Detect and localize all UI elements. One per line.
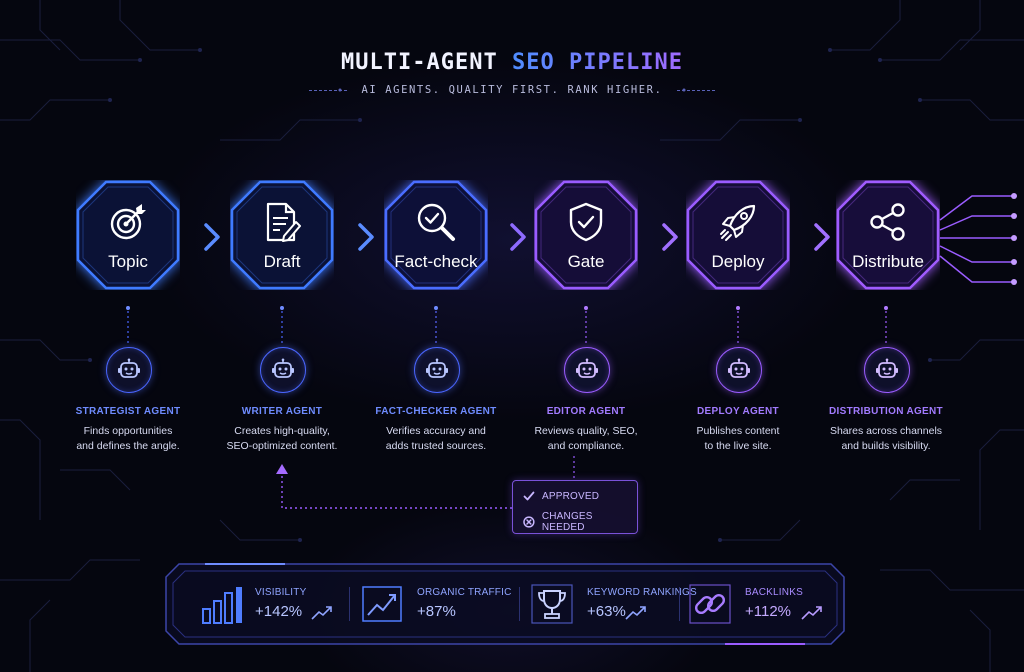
desc-line: and builds visibility. bbox=[841, 440, 931, 452]
writer-agent-avatar bbox=[260, 347, 306, 393]
metrics-panel: VISIBILITY +142% ORGANIC TRAFFIC +87% bbox=[165, 563, 845, 645]
desc-line: adds trusted sources. bbox=[385, 440, 487, 452]
subtitle: AI AGENTS. QUALITY FIRST. RANK HIGHER. bbox=[361, 84, 663, 96]
metric-value: +142% bbox=[255, 603, 303, 620]
shield-check-icon bbox=[569, 202, 603, 242]
changes-needed-row: CHANGES NEEDED bbox=[523, 511, 637, 533]
chain-link-icon bbox=[689, 584, 731, 624]
approved-label: APPROVED bbox=[542, 490, 600, 502]
desc-line: and compliance. bbox=[547, 440, 625, 452]
metric-divider bbox=[349, 587, 350, 621]
stage-label: Distribute bbox=[852, 252, 924, 271]
metric-visibility: VISIBILITY +142% bbox=[199, 581, 349, 627]
metric-keyword-rankings: KEYWORD RANKINGS +63% bbox=[531, 581, 697, 627]
fact-checker-agent-name: FACT-CHECKER AGENT bbox=[375, 406, 497, 417]
trend-up-icon bbox=[311, 606, 332, 620]
robot-icon bbox=[118, 358, 140, 378]
stage-label: Fact-check bbox=[394, 252, 478, 271]
changes-needed-label: CHANGES NEEDED bbox=[541, 511, 593, 533]
desc-line: Verifies accuracy and bbox=[386, 425, 486, 437]
stage-frame bbox=[836, 180, 940, 290]
stage-label: Gate bbox=[567, 252, 605, 271]
stage-distribute: Distribute bbox=[836, 180, 940, 290]
metric-label: ORGANIC TRAFFIC bbox=[417, 587, 512, 598]
metric-backlinks: BACKLINKS +112% bbox=[689, 581, 829, 627]
distribution-agent-name: DISTRIBUTION AGENT bbox=[829, 406, 943, 417]
desc-line: and defines the angle. bbox=[76, 440, 180, 452]
fact-checker-agent-avatar bbox=[414, 347, 460, 393]
stage-label: Topic bbox=[108, 252, 148, 271]
strategist-agent-desc: Finds opportunities and defines the angl… bbox=[53, 424, 203, 454]
strategist-agent-name: STRATEGIST AGENT bbox=[75, 406, 181, 417]
page-title: MULTI-AGENT SEO PIPELINE bbox=[0, 50, 1024, 75]
gate-decision-box: APPROVED CHANGES NEEDED bbox=[512, 480, 638, 534]
x-circle-icon bbox=[523, 516, 535, 528]
stage-label: Draft bbox=[263, 252, 301, 271]
trend-up-icon bbox=[625, 606, 646, 620]
strategist-agent-avatar bbox=[106, 347, 152, 393]
stage-gate: Gate bbox=[534, 180, 638, 290]
stage-frame bbox=[76, 180, 180, 290]
desc-line: Creates high-quality, bbox=[234, 425, 330, 437]
rocket-icon bbox=[720, 204, 756, 241]
writer-agent-name: WRITER AGENT bbox=[241, 406, 323, 417]
desc-line: Publishes content bbox=[696, 425, 780, 437]
stage-label: Deploy bbox=[711, 252, 765, 271]
metric-divider bbox=[519, 587, 520, 621]
metric-value: +112% bbox=[745, 603, 792, 620]
fact-checker-agent-desc: Verifies accuracy and adds trusted sourc… bbox=[361, 424, 511, 454]
desc-line: Shares across channels bbox=[829, 425, 943, 437]
metric-label: KEYWORD RANKINGS bbox=[587, 587, 697, 598]
stage-draft: Draft bbox=[230, 180, 334, 290]
editor-agent-name: EDITOR AGENT bbox=[546, 406, 626, 417]
line-chart-icon bbox=[362, 586, 402, 622]
magnifier-check-icon bbox=[417, 203, 455, 241]
robot-icon bbox=[728, 358, 750, 378]
title-accent: SEO PIPELINE bbox=[512, 50, 683, 75]
share-icon bbox=[870, 203, 905, 241]
desc-line: Finds opportunities bbox=[83, 425, 173, 437]
metric-value: +63% bbox=[587, 603, 626, 620]
deploy-agent-desc: Publishes content to the live site. bbox=[663, 424, 813, 454]
title-prefix: MULTI-AGENT bbox=[341, 50, 512, 75]
metric-value: +87% bbox=[417, 603, 456, 620]
metric-label: VISIBILITY bbox=[255, 587, 307, 598]
writer-agent-desc: Creates high-quality, SEO-optimized cont… bbox=[207, 424, 357, 454]
stage-deploy: Deploy bbox=[686, 180, 790, 290]
deploy-agent-avatar bbox=[716, 347, 762, 393]
metric-label: BACKLINKS bbox=[745, 587, 803, 598]
metric-organic-traffic: ORGANIC TRAFFIC +87% bbox=[361, 581, 521, 627]
distribution-agent-avatar bbox=[864, 347, 910, 393]
document-pen-icon bbox=[266, 202, 301, 242]
trophy-icon bbox=[531, 584, 573, 624]
editor-agent-desc: Reviews quality, SEO, and compliance. bbox=[511, 424, 661, 454]
stage-frame bbox=[230, 180, 334, 290]
robot-icon bbox=[576, 358, 598, 378]
approved-row: APPROVED bbox=[523, 490, 599, 502]
stage-frame bbox=[534, 180, 638, 290]
robot-icon bbox=[426, 358, 448, 378]
stage-frame bbox=[384, 180, 488, 290]
metrics-frame bbox=[165, 563, 845, 645]
metric-divider bbox=[679, 587, 680, 621]
trend-up-icon bbox=[801, 606, 822, 620]
robot-icon bbox=[876, 358, 898, 378]
editor-agent-avatar bbox=[564, 347, 610, 393]
subtitle-dash-right bbox=[676, 89, 715, 91]
desc-line: Reviews quality, SEO, bbox=[534, 425, 638, 437]
stage-topic: Topic bbox=[76, 180, 180, 290]
robot-icon bbox=[272, 358, 294, 378]
subtitle-row: AI AGENTS. QUALITY FIRST. RANK HIGHER. bbox=[0, 84, 1024, 96]
desc-line: SEO-optimized content. bbox=[226, 440, 338, 452]
stage-fact-check: Fact-check bbox=[384, 180, 488, 290]
distribution-agent-desc: Shares across channels and builds visibi… bbox=[811, 424, 961, 454]
desc-line: to the live site. bbox=[704, 440, 772, 452]
subtitle-dash-left bbox=[309, 89, 348, 91]
bar-chart-icon bbox=[202, 587, 242, 624]
target-icon bbox=[110, 204, 146, 240]
deploy-agent-name: DEPLOY AGENT bbox=[697, 406, 779, 417]
check-icon bbox=[523, 491, 535, 501]
